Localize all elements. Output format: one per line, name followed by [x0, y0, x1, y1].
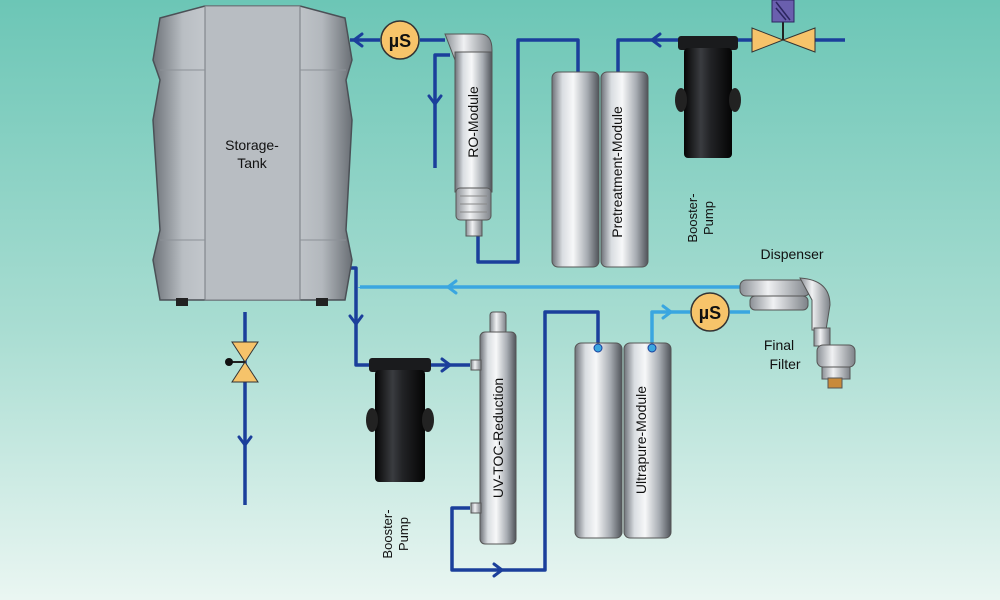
arrow-icon: [661, 304, 674, 320]
booster-pump-bottom-label-line2: Pump: [396, 517, 411, 551]
ultrapure-module: Ultrapure-Module: [574, 342, 672, 539]
final-filter: Final Filter: [764, 337, 856, 389]
flow-arrows-light: [445, 279, 674, 320]
pretreatment-module-label: Pretreatment-Module: [609, 106, 625, 238]
arrow-icon: [427, 94, 443, 107]
ro-drain-pipe: [433, 53, 450, 168]
storage-tank: Storage- Tank: [152, 5, 353, 306]
final-filter-label-line1: Final: [764, 337, 794, 353]
ultrapure-loop-pipes: [358, 285, 750, 345]
pump-to-pretreatment-pipe: [616, 38, 695, 72]
arrow-icon: [445, 279, 458, 295]
booster-pump-top: Booster- Pump: [675, 36, 741, 243]
booster-pump-bottom: Booster- Pump: [366, 358, 434, 559]
ultrapure-module-label: Ultrapure-Module: [633, 386, 649, 494]
conductivity-sensor-2: µS: [690, 292, 730, 332]
storage-tank-label-line1: Storage-: [225, 137, 279, 153]
arrow-icon: [492, 562, 505, 578]
sensor-2-label: µS: [699, 303, 721, 323]
pretreatment-to-ro-pipe: [476, 38, 580, 264]
flow-arrows: [237, 32, 662, 578]
storage-tank-label-line2: Tank: [237, 155, 268, 171]
uv-toc-reduction-label: UV-TOC-Reduction: [490, 378, 506, 498]
arrow-icon: [237, 435, 253, 448]
ro-module: RO-Module: [444, 33, 493, 237]
arrow-icon: [649, 32, 662, 48]
booster-pump-bottom-label-line1: Booster-: [380, 509, 395, 558]
conductivity-sensor-1: µS: [380, 20, 420, 60]
uv-to-ultrapure-pipe: [450, 310, 600, 572]
tank-drain-valve: [225, 341, 259, 383]
sensor-1-label: µS: [389, 31, 411, 51]
uv-toc-reduction-unit: UV-TOC-Reduction: [470, 311, 517, 545]
inlet-solenoid-valve: [751, 0, 816, 53]
pretreatment-module: Pretreatment-Module: [551, 71, 649, 268]
booster-pump-top-label-line2: Pump: [701, 201, 716, 235]
dispenser-label: Dispenser: [760, 246, 823, 262]
ro-module-label: RO-Module: [465, 86, 481, 158]
arrow-icon: [440, 357, 453, 373]
booster-pump-top-label-line1: Booster-: [685, 193, 700, 242]
arrow-icon: [351, 32, 364, 48]
arrow-icon: [348, 314, 364, 327]
final-filter-label-line2: Filter: [769, 356, 800, 372]
dispenser: Dispenser: [739, 246, 831, 347]
